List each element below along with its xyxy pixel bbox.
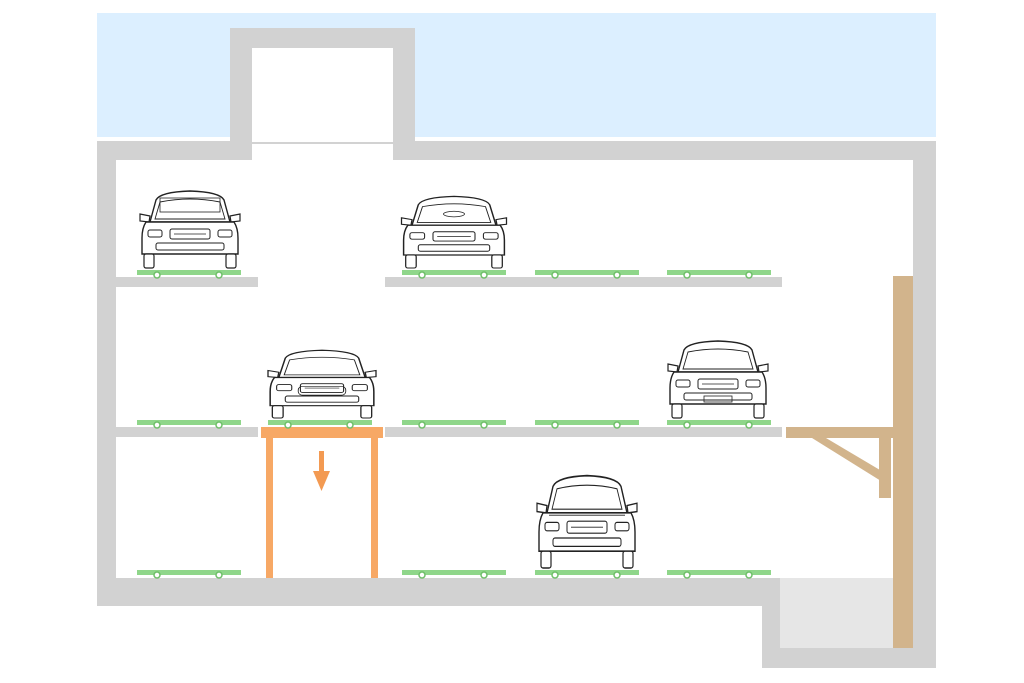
pallet-middle-5 — [137, 420, 241, 425]
pallet-lower-11 — [402, 570, 506, 575]
pallet-middle-8 — [535, 420, 639, 425]
pallet-wheel — [346, 421, 354, 429]
lift-platform — [261, 427, 383, 578]
pallet-upper-2 — [402, 270, 506, 275]
sky-band — [97, 13, 936, 137]
slab-upper-left — [116, 277, 258, 287]
pallet-wheel — [745, 571, 753, 579]
suv-front-icon — [536, 474, 638, 569]
pallet-wheel — [551, 571, 559, 579]
pallet-wheel — [613, 421, 621, 429]
pallet-wheel — [480, 421, 488, 429]
roadster-front-icon — [400, 195, 508, 269]
pallet-wheel — [153, 421, 161, 429]
slab-middle-right — [385, 427, 782, 437]
pallet-middle-6 — [268, 420, 372, 425]
pallet-lower-12 — [535, 570, 639, 575]
pallet-wheel — [418, 271, 426, 279]
pallet-wheel — [480, 271, 488, 279]
pallet-group — [137, 270, 771, 579]
pallet-wheel — [418, 571, 426, 579]
pallet-upper-1 — [137, 270, 241, 275]
pallet-middle-9 — [667, 420, 771, 425]
pallet-wheel — [551, 421, 559, 429]
pallet-wheel — [745, 271, 753, 279]
pallet-wheel — [418, 421, 426, 429]
pallet-middle-7 — [402, 420, 506, 425]
pallet-wheel — [613, 571, 621, 579]
pallet-wheel — [284, 421, 292, 429]
pallet-wheel — [480, 571, 488, 579]
slab-middle-left — [116, 427, 258, 437]
pallet-wheel — [215, 421, 223, 429]
pallet-upper-4 — [667, 270, 771, 275]
pallet-lower-10 — [137, 570, 241, 575]
slab-upper-right — [385, 277, 782, 287]
pallet-wheel — [153, 571, 161, 579]
stacker-crane-icon — [786, 276, 913, 648]
pallet-wheel — [215, 271, 223, 279]
pallet-wheel — [683, 571, 691, 579]
sedan-front-icon — [667, 340, 769, 419]
pallet-wheel — [683, 421, 691, 429]
pallet-wheel — [551, 271, 559, 279]
entrance-opening — [252, 48, 393, 158]
crane-pit — [780, 578, 913, 648]
coupe-front-icon — [267, 349, 377, 419]
compact-car-front-icon — [139, 190, 241, 269]
pallet-wheel — [153, 271, 161, 279]
pallet-wheel — [215, 571, 223, 579]
pallet-upper-3 — [535, 270, 639, 275]
pallet-wheel — [745, 421, 753, 429]
lift-arrow-down-icon — [313, 451, 330, 491]
pallet-wheel — [613, 271, 621, 279]
pallet-lower-13 — [667, 570, 771, 575]
pallet-wheel — [683, 271, 691, 279]
